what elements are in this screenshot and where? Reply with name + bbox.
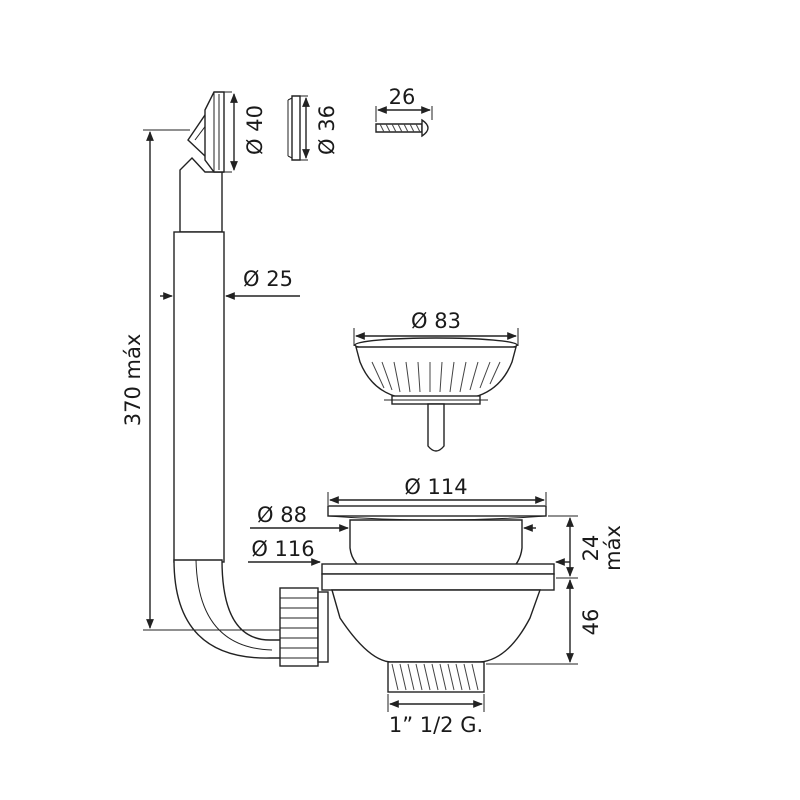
overflow-head [204, 91, 232, 173]
pipe-diameter-label: Ø 25 [243, 267, 293, 291]
overflow-cap [287, 95, 308, 161]
body-diameter-label: Ø 116 [251, 537, 314, 561]
flange-diameter-label: Ø 114 [404, 475, 467, 499]
bowl-diameter-label: Ø 88 [257, 503, 307, 527]
overflow-cap-diameter-label: Ø 36 [315, 105, 339, 155]
screw [375, 118, 429, 138]
dimension-lines [143, 93, 578, 712]
body-height-label: 46 [579, 609, 603, 636]
pipe-height-label: 370 máx [121, 334, 145, 427]
screw-length-label: 26 [389, 85, 416, 109]
strainer-body [321, 505, 555, 693]
strainer-basket [354, 337, 518, 452]
max-thickness-unit-label: máx [601, 525, 625, 571]
overflow-pipe [173, 114, 329, 667]
max-thickness-value-label: 24 [579, 535, 603, 562]
strainer-basket-diameter-label: Ø 83 [411, 309, 461, 333]
thread-spec-label: 1” 1/2 G. [389, 713, 483, 737]
overflow-head-diameter-label: Ø 40 [243, 105, 267, 155]
